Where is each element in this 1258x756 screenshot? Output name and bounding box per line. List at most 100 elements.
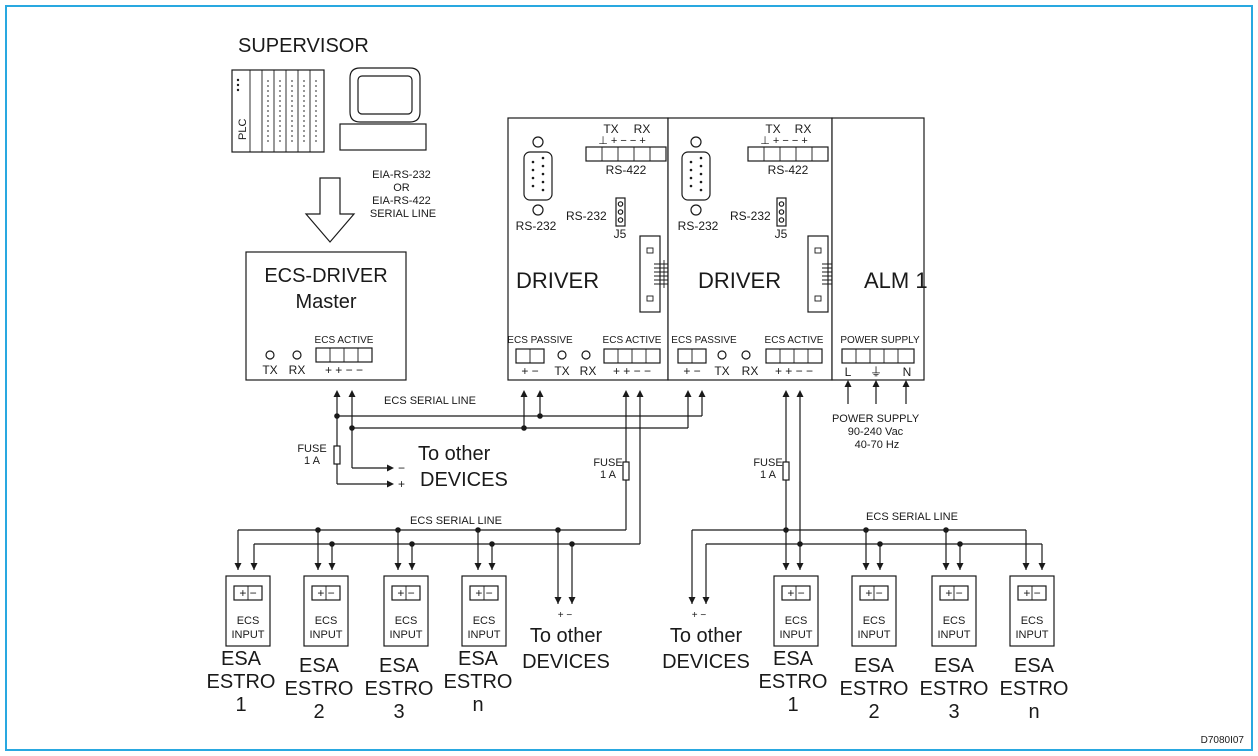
driver2-active-signs: + + − −	[775, 364, 813, 378]
ecs-input-label-line1: ECS	[395, 615, 418, 627]
master-rx-label: RX	[289, 363, 306, 377]
driver1-ecs-passive-label: ECS PASSIVE	[507, 335, 573, 346]
esa-label-line2: ESTRO	[1000, 678, 1069, 700]
driver1-title: DRIVER	[516, 268, 599, 293]
esa-label-line2: ESTRO	[840, 678, 909, 700]
ecs-input-label-line2: INPUT	[780, 629, 813, 641]
master-ecs-active-label: ECS ACTIVE	[315, 335, 374, 346]
drawing-code: D7080I07	[1201, 735, 1245, 746]
esa-device-number: 1	[235, 694, 246, 716]
ecs-input-terminal-signs: + −	[475, 586, 492, 600]
ecs-input-label-line1: ECS	[1021, 615, 1044, 627]
alm-n-label: N	[903, 365, 912, 379]
ecs-driver-master: ECS-DRIVER Master ECS ACTIVE TX RX + + −…	[245, 251, 407, 381]
to-other-devices-right-line1: To other	[670, 625, 743, 647]
esa-label-line2: ESTRO	[365, 678, 434, 700]
ecs-input-terminal-signs: + −	[787, 586, 804, 600]
driver2-rs422-terminal-block	[747, 146, 829, 162]
alm-title: ALM 1	[864, 268, 928, 293]
driver2-rx-led-label: RX	[742, 364, 759, 378]
driver1-jumper-icon	[615, 197, 626, 227]
alm-power-supply-label: POWER SUPPLY	[840, 335, 920, 346]
driver2-rs422-signs: ⊥ + − − +	[760, 135, 808, 147]
right-other-terminal-signs: + −	[692, 610, 707, 621]
driver1-passive-terminal-block	[515, 348, 545, 364]
driver1-rs422-label: RS-422	[606, 163, 647, 177]
db9-connector-icon	[523, 136, 553, 216]
driver1-active-terminal-block	[603, 348, 661, 364]
driver2-title: DRIVER	[698, 268, 781, 293]
driver2-rs232-label: RS-232	[678, 219, 719, 233]
driver1-rs422-terminal-block	[585, 146, 667, 162]
ecs-input-terminal-signs: + −	[239, 586, 256, 600]
fuse-rating-right: 1 A	[760, 469, 777, 481]
power-supply-note: POWER SUPPLY 90-240 Vac 40-70 Hz	[832, 413, 922, 451]
driver2-active-terminal-block	[765, 348, 823, 364]
ecs-serial-line-label-left: ECS SERIAL LINE	[410, 515, 502, 527]
driver2-ecs-passive-label: ECS PASSIVE	[671, 335, 737, 346]
plc-label: PLC	[237, 119, 249, 140]
esa-label-line1: ESA	[854, 655, 895, 677]
to-other-devices-right-line2: DEVICES	[662, 651, 750, 673]
power-supply-arrows	[844, 380, 910, 404]
master-plus-sign: +	[398, 477, 405, 491]
ecs-input-label-line1: ECS	[863, 615, 886, 627]
driver1-rs232-label: RS-232	[516, 219, 557, 233]
driver2-rs422-label: RS-422	[768, 163, 809, 177]
alm-module: ALM 1 POWER SUPPLY L ⏚ N	[831, 117, 928, 381]
master-terminal-block	[315, 347, 373, 363]
ecs-input-label-line2: INPUT	[232, 629, 265, 641]
esa-label-line2: ESTRO	[759, 671, 828, 693]
to-other-devices-top-line2: DEVICES	[420, 469, 508, 491]
ecs-serial-line-label-right: ECS SERIAL LINE	[866, 511, 958, 523]
driver2-rx-label: RX	[795, 122, 812, 136]
ecs-input-terminal-signs: + −	[1023, 586, 1040, 600]
ecs-input-terminal-signs: + −	[317, 586, 334, 600]
esa-label-line2: ESTRO	[444, 671, 513, 693]
esa-device-number: 3	[393, 701, 404, 723]
esa-device-number: 1	[787, 694, 798, 716]
diagram-frame	[5, 5, 1253, 751]
driver1-active-signs: + + − −	[613, 364, 651, 378]
fuse-label-left: FUSE	[593, 457, 622, 469]
driver2-passive-terminal-block	[677, 348, 707, 364]
driver1-tx-led-label: TX	[554, 364, 569, 378]
esa-label-line1: ESA	[773, 648, 814, 670]
serial-link-arrow-icon	[304, 177, 356, 243]
to-other-devices-top-line1: To other	[418, 443, 491, 465]
ecs-input-label-line2: INPUT	[310, 629, 343, 641]
ecs-input-label-line1: ECS	[237, 615, 260, 627]
driver-panel-2: RS-232 TX RX ⊥ + − − + RS-422 RS-232 J5 …	[667, 117, 833, 381]
supervisor-group: SUPERVISOR PLC	[231, 35, 436, 243]
esa-label-line1: ESA	[1014, 655, 1055, 677]
ecs-input-label-line1: ECS	[785, 615, 808, 627]
driver1-ecs-active-label: ECS ACTIVE	[603, 335, 662, 346]
esa-label-line1: ESA	[934, 655, 975, 677]
left-other-terminal-signs: + −	[558, 610, 573, 621]
esa-label-line2: ESTRO	[285, 678, 354, 700]
db9-connector-icon	[681, 136, 711, 216]
to-other-devices-left-line1: To other	[530, 625, 603, 647]
ecs-input-label-line2: INPUT	[390, 629, 423, 641]
driver1-tx-label: TX	[603, 122, 618, 136]
ecs-input-terminal-signs: + −	[397, 586, 414, 600]
master-title-line1: ECS-DRIVER	[264, 265, 387, 287]
top-serial-wiring	[333, 390, 706, 488]
ecs-input-label-line1: ECS	[315, 615, 338, 627]
ecs-input-label-line2: INPUT	[858, 629, 891, 641]
earth-icon: ⏚	[870, 365, 882, 379]
master-terminal-signs: + + − −	[325, 363, 363, 377]
serial-line-note: EIA-RS-232 OR EIA-RS-422 SERIAL LINE	[370, 169, 436, 220]
alm-terminal-block	[841, 348, 915, 364]
driver1-j5-label: J5	[614, 227, 627, 241]
esa-device-number: 2	[313, 701, 324, 723]
esa-label-line1: ESA	[299, 655, 340, 677]
esa-label-line1: ESA	[221, 648, 262, 670]
driver1-passive-signs: + −	[521, 364, 538, 378]
